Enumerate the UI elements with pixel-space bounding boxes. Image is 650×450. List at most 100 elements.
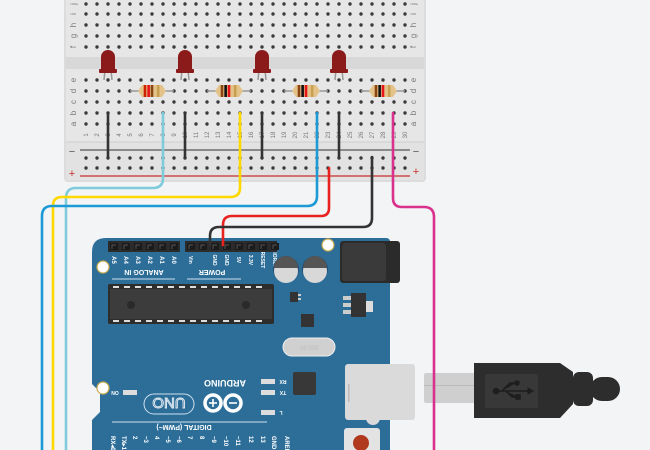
- breadboard-hole[interactable]: [205, 2, 209, 6]
- breadboard-hole[interactable]: [282, 111, 286, 115]
- breadboard-hole[interactable]: [194, 100, 198, 104]
- breadboard-hole[interactable]: [348, 89, 352, 93]
- breadboard-hole[interactable]: [227, 100, 231, 104]
- breadboard-hole[interactable]: [392, 45, 396, 49]
- wire-magenta[interactable]: [391, 111, 436, 450]
- resistor[interactable]: [361, 85, 405, 97]
- breadboard-hole[interactable]: [348, 23, 352, 27]
- breadboard-hole[interactable]: [84, 78, 88, 82]
- breadboard-hole[interactable]: [117, 89, 121, 93]
- breadboard-hole[interactable]: [139, 100, 143, 104]
- breadboard-hole[interactable]: [117, 2, 121, 6]
- breadboard-hole[interactable]: [216, 122, 220, 126]
- breadboard-hole[interactable]: [139, 34, 143, 38]
- rail-hole[interactable]: [337, 166, 341, 170]
- breadboard-hole[interactable]: [249, 23, 253, 27]
- breadboard-hole[interactable]: [370, 100, 374, 104]
- red-led[interactable]: [99, 50, 117, 81]
- breadboard-hole[interactable]: [326, 45, 330, 49]
- breadboard-hole[interactable]: [117, 23, 121, 27]
- breadboard-hole[interactable]: [194, 34, 198, 38]
- rail-hole[interactable]: [139, 166, 143, 170]
- breadboard-hole[interactable]: [106, 45, 110, 49]
- red-led[interactable]: [176, 50, 194, 81]
- breadboard-hole[interactable]: [128, 45, 132, 49]
- rail-hole[interactable]: [348, 156, 352, 160]
- breadboard-hole[interactable]: [326, 23, 330, 27]
- breadboard-hole[interactable]: [84, 89, 88, 93]
- breadboard-hole[interactable]: [161, 45, 165, 49]
- header-pin[interactable]: [158, 243, 166, 250]
- rail-hole[interactable]: [304, 166, 308, 170]
- breadboard-hole[interactable]: [359, 12, 363, 16]
- breadboard-hole[interactable]: [249, 34, 253, 38]
- breadboard-hole[interactable]: [348, 111, 352, 115]
- reset-button-cap[interactable]: [353, 435, 369, 450]
- breadboard-hole[interactable]: [205, 45, 209, 49]
- wire-red[interactable]: [221, 166, 331, 247]
- breadboard-hole[interactable]: [227, 111, 231, 115]
- breadboard-hole[interactable]: [326, 12, 330, 16]
- breadboard[interactable]: jjiihhggffeeddccbbaa12345678910111213141…: [64, 0, 426, 182]
- breadboard-hole[interactable]: [117, 34, 121, 38]
- breadboard-hole[interactable]: [249, 78, 253, 82]
- breadboard-hole[interactable]: [359, 34, 363, 38]
- breadboard-hole[interactable]: [260, 45, 264, 49]
- leds[interactable]: [99, 50, 348, 81]
- breadboard-hole[interactable]: [106, 23, 110, 27]
- rail-hole[interactable]: [227, 156, 231, 160]
- rail-hole[interactable]: [205, 166, 209, 170]
- breadboard-hole[interactable]: [249, 111, 253, 115]
- breadboard-hole[interactable]: [139, 45, 143, 49]
- breadboard-hole[interactable]: [95, 78, 99, 82]
- breadboard-hole[interactable]: [348, 34, 352, 38]
- breadboard-hole[interactable]: [315, 2, 319, 6]
- breadboard-hole[interactable]: [337, 89, 341, 93]
- usb-b-port[interactable]: [345, 364, 415, 420]
- breadboard-hole[interactable]: [370, 2, 374, 6]
- breadboard-hole[interactable]: [370, 34, 374, 38]
- breadboard-hole[interactable]: [260, 34, 264, 38]
- breadboard-hole[interactable]: [238, 100, 242, 104]
- breadboard-hole[interactable]: [84, 34, 88, 38]
- breadboard-hole[interactable]: [315, 12, 319, 16]
- rail-hole[interactable]: [359, 166, 363, 170]
- breadboard-hole[interactable]: [205, 23, 209, 27]
- header-pin[interactable]: [110, 243, 118, 250]
- breadboard-hole[interactable]: [348, 2, 352, 6]
- breadboard-hole[interactable]: [216, 2, 220, 6]
- rail-hole[interactable]: [293, 156, 297, 160]
- breadboard-hole[interactable]: [216, 12, 220, 16]
- breadboard-hole[interactable]: [370, 23, 374, 27]
- breadboard-hole[interactable]: [271, 45, 275, 49]
- breadboard-hole[interactable]: [359, 45, 363, 49]
- breadboard-hole[interactable]: [117, 122, 121, 126]
- breadboard-hole[interactable]: [205, 78, 209, 82]
- breadboard-hole[interactable]: [359, 23, 363, 27]
- breadboard-hole[interactable]: [194, 122, 198, 126]
- rail-hole[interactable]: [348, 166, 352, 170]
- breadboard-hole[interactable]: [271, 122, 275, 126]
- breadboard-hole[interactable]: [106, 12, 110, 16]
- breadboard-hole[interactable]: [326, 100, 330, 104]
- breadboard-hole[interactable]: [84, 45, 88, 49]
- breadboard-hole[interactable]: [161, 34, 165, 38]
- breadboard-hole[interactable]: [106, 89, 110, 93]
- breadboard-hole[interactable]: [282, 122, 286, 126]
- breadboard-hole[interactable]: [381, 34, 385, 38]
- rail-hole[interactable]: [139, 156, 143, 160]
- header-pin[interactable]: [122, 243, 130, 250]
- rail-hole[interactable]: [84, 156, 88, 160]
- rail-hole[interactable]: [150, 166, 154, 170]
- breadboard-hole[interactable]: [326, 78, 330, 82]
- wire-yellow[interactable]: [51, 111, 242, 450]
- rail-hole[interactable]: [304, 156, 308, 160]
- breadboard-hole[interactable]: [216, 111, 220, 115]
- breadboard-hole[interactable]: [282, 12, 286, 16]
- header-pin[interactable]: [170, 243, 178, 250]
- breadboard-hole[interactable]: [95, 12, 99, 16]
- breadboard-hole[interactable]: [139, 2, 143, 6]
- breadboard-hole[interactable]: [172, 122, 176, 126]
- breadboard-hole[interactable]: [183, 12, 187, 16]
- breadboard-hole[interactable]: [183, 34, 187, 38]
